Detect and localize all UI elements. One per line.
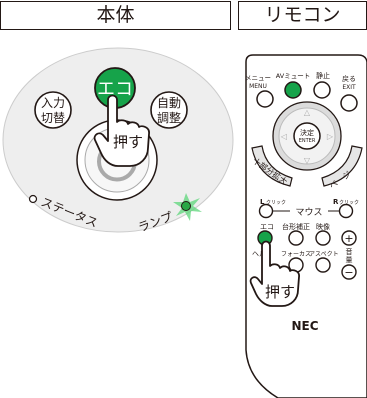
keystone-button[interactable] [288,230,304,246]
mouse-left-click-label: クリック [266,200,286,206]
hand-pointer-icon: 押す [93,94,150,167]
remote-label-text: リモコン [264,4,341,26]
enter-label-jp: 決定 [300,128,314,137]
right-arrow-icon[interactable]: ▷ [327,132,334,141]
eco-key-label: エコ [260,223,274,231]
auto-adjust-label-1: 自動 [157,96,181,110]
mouse-right-click-label: クリック [339,200,359,206]
menu-label-en: MENU [249,83,267,90]
main-unit-label-text: 本体 [96,4,135,26]
volume-up-button[interactable] [341,230,357,246]
left-arrow-icon[interactable]: ◁ [280,132,287,141]
back-button[interactable] [340,94,358,112]
enter-button[interactable]: 決定 ENTER [293,122,321,150]
eco-button[interactable]: エコ [94,67,136,109]
lamp-glow-icon [173,193,202,221]
minus-icon: − [344,266,353,279]
aspect-button[interactable] [315,257,331,273]
remote-push-label: 押す [265,283,295,301]
zoom-button[interactable] [251,145,293,187]
push-label: 押す [113,133,143,151]
mouse-row: L クリック R クリック マウス [258,198,359,219]
mouse-right-click-button[interactable] [338,203,354,219]
page-button[interactable] [321,145,363,187]
brand-logo: NEC [291,319,318,333]
auto-adjust-button[interactable]: 自動 調整 [150,91,188,129]
menu-button[interactable] [256,90,274,108]
mouse-left-click-button[interactable] [258,203,274,219]
input-switch-button[interactable]: 入力 切替 [34,91,72,129]
keystone-label: 台形補正 [282,222,310,231]
image-button[interactable] [315,230,331,246]
input-switch-label-1: 入力 [41,96,65,110]
volume-control: + 音 量 − [341,230,357,280]
freeze-button[interactable] [313,81,331,99]
up-arrow-icon[interactable]: △ [304,108,311,117]
back-label-jp: 戻る [342,74,356,83]
av-mute-label: AVミュート [276,72,310,80]
aspect-label: アスペクト [309,251,339,258]
main-unit-label: 本体 [0,1,231,30]
auto-adjust-label-2: 調整 [157,110,181,125]
enter-label-en: ENTER [299,138,316,144]
main-unit-panel: エコ 入力 切替 自動 調整 押す [2,47,234,235]
plus-icon: + [344,232,353,245]
volume-label-2: 量 [346,256,353,264]
remote-control: メニュー MENU AVミュート 静止 戻る EXIT △ ▽ ◁ ▷ 決定 E… [245,54,367,398]
av-mute-button[interactable] [284,81,302,99]
mouse-label: マウス [295,207,322,218]
input-switch-label-2: 切替 [41,111,65,125]
image-label: 映像 [316,222,330,231]
menu-label-jp: メニュー [245,74,271,82]
volume-down-button[interactable] [341,264,357,280]
mouse-left-letter: L [260,198,265,206]
mouse-right-letter: R [333,198,339,206]
help-label: ヘル [252,250,266,258]
down-arrow-icon[interactable]: ▽ [304,156,311,165]
remote-hand-pointer-icon: 押す [249,240,300,307]
eco-button-label: エコ [97,79,133,100]
back-label-en: EXIT [342,84,356,91]
volume-label-1: 音 [346,247,353,256]
focus-label: フォーカス [281,251,311,258]
freeze-label: 静止 [316,71,330,80]
